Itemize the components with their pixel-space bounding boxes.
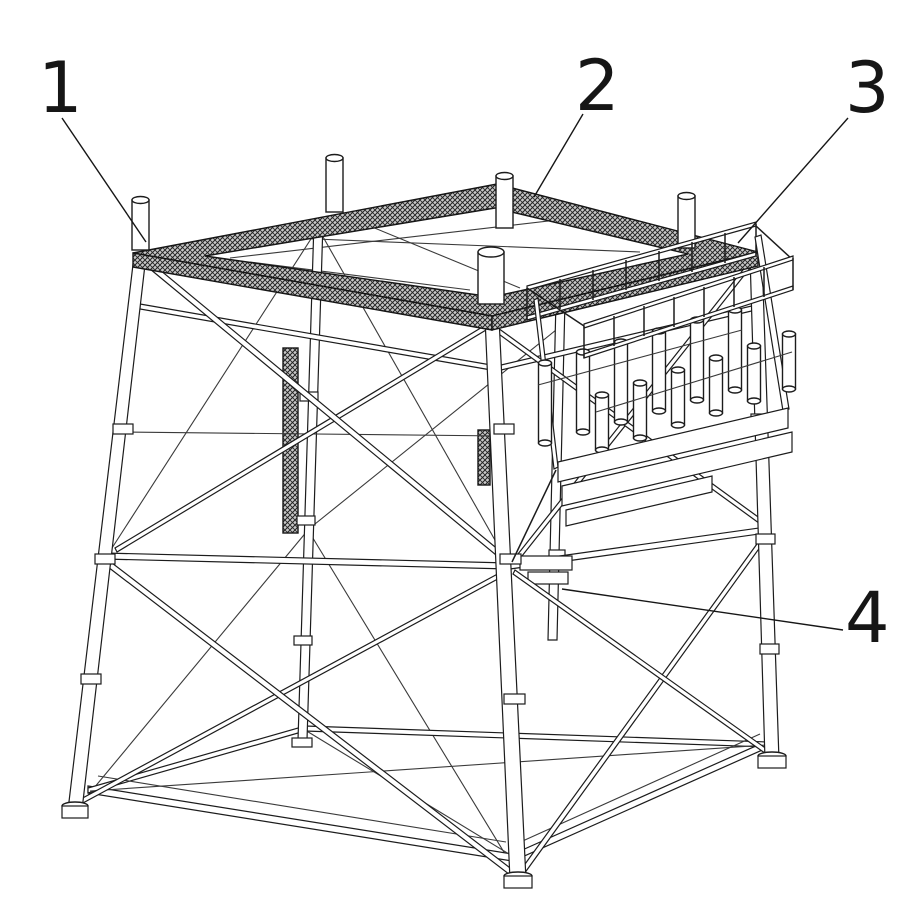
pile-sleeve [781, 330, 797, 393]
mid-platform [519, 555, 573, 571]
pile-sleeve [613, 338, 629, 426]
mid-platform [527, 571, 569, 585]
leg-foot [757, 755, 787, 769]
frame-member [97, 775, 507, 843]
leg-collar [499, 553, 522, 565]
guide-post-cap [677, 191, 696, 201]
leader-line-1 [61, 117, 147, 243]
ring-guide-posts [131, 153, 696, 305]
guide-strip [477, 429, 491, 486]
slat-panel [565, 475, 713, 527]
pile-sleeve [651, 327, 667, 415]
pile-sleeve [708, 354, 724, 417]
leg-foot [503, 875, 533, 889]
sleeve-tie-beam [537, 329, 743, 386]
column-collar [293, 635, 313, 646]
slat-panel [561, 431, 793, 507]
guide-post-cap [495, 171, 514, 181]
frame-cross-brace [89, 744, 767, 792]
pile-guide-cage [511, 221, 797, 563]
pile-sleeve [575, 348, 591, 436]
callout-labels: 1 2 3 4 [38, 45, 890, 659]
guide-post [325, 157, 344, 213]
cage-corner-beam [755, 225, 794, 261]
cage-corner-beam [526, 287, 585, 327]
guide-post [495, 175, 514, 229]
leg-foot [61, 805, 89, 819]
pile-sleeve [746, 342, 762, 405]
interior-brace [307, 529, 517, 873]
leg-collar [759, 643, 780, 655]
guide-post [477, 251, 505, 305]
leader-line-2 [533, 113, 584, 198]
pile-sleeve [632, 379, 648, 442]
callout-label-1: 1 [38, 47, 83, 129]
leg-collar [94, 553, 116, 565]
pile-sleeve [670, 366, 686, 429]
callout-label-3: 3 [845, 47, 890, 129]
leg-collar [503, 693, 526, 705]
leg-collar [112, 423, 134, 435]
pile-sleeve [537, 359, 553, 447]
lower-bracing [78, 536, 772, 879]
leader-line-3 [737, 117, 849, 244]
guide-post-cap [325, 153, 344, 163]
callout-leaders [61, 113, 849, 631]
ring-inner-beam [229, 214, 601, 259]
sleeve-tie-beam [595, 351, 793, 413]
ring-inner-beam [289, 237, 641, 253]
interior-lattice [83, 214, 641, 873]
column-foot [291, 737, 313, 748]
leader-line-4 [561, 588, 844, 631]
pile-sleeve [594, 391, 610, 454]
bottom-frame [87, 725, 770, 862]
mid-frame [103, 526, 767, 585]
column-collar [296, 515, 316, 526]
guide-post-cap [131, 195, 150, 205]
interior-brace [83, 529, 309, 801]
pile-sleeve [727, 306, 743, 394]
callout-label-2: 2 [575, 45, 620, 127]
leg-collar [755, 533, 776, 545]
guide-post-cap [477, 246, 505, 258]
callout-label-4: 4 [845, 577, 890, 659]
cage-strut [511, 469, 557, 563]
slat-panel [557, 407, 789, 483]
ring-inner-beam [249, 261, 471, 291]
pile-sleeve [689, 316, 705, 404]
leg-collar [80, 673, 102, 685]
leg-collar [493, 423, 515, 435]
